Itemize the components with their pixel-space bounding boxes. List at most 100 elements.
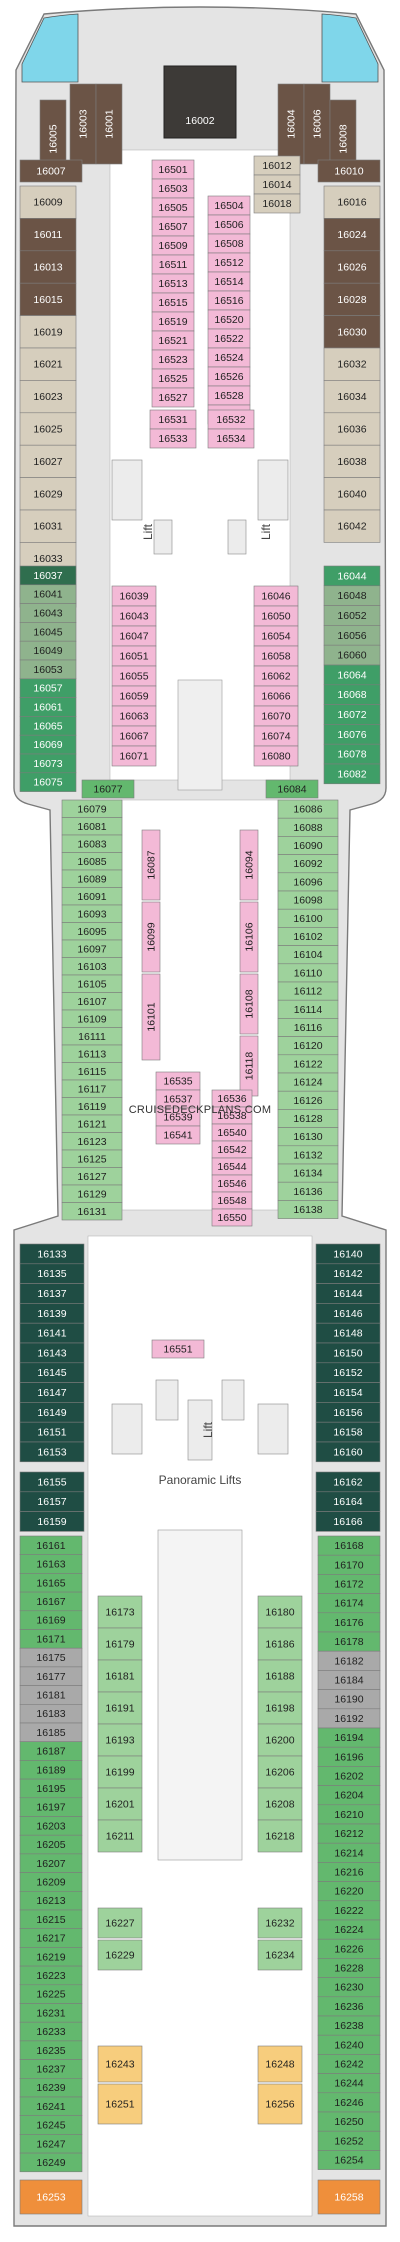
cabin-16246[interactable]: 16246 — [317, 2092, 381, 2113]
cabin-16040[interactable]: 16040 — [323, 477, 381, 511]
cabin-16212[interactable]: 16212 — [317, 1823, 381, 1844]
cabin-16184[interactable]: 16184 — [317, 1670, 381, 1690]
cabin-16019[interactable]: 16019 — [19, 315, 77, 349]
cabin-16169[interactable]: 16169 — [19, 1610, 83, 1630]
cabin-16103[interactable]: 16103 — [61, 957, 123, 976]
cabin-16127[interactable]: 16127 — [61, 1167, 123, 1186]
cabin-16080[interactable]: 16080 — [253, 745, 299, 767]
cabin-16213[interactable]: 16213 — [19, 1891, 83, 1911]
cabin-16041[interactable]: 16041 — [19, 584, 77, 604]
cabin-16130[interactable]: 16130 — [277, 1127, 339, 1147]
cabin-16094[interactable]: 16094 — [239, 829, 259, 901]
cabin-16245[interactable]: 16245 — [19, 2115, 83, 2135]
cabin-16241[interactable]: 16241 — [19, 2096, 83, 2117]
cabin-16067[interactable]: 16067 — [111, 725, 157, 747]
cabin-16153[interactable]: 16153 — [19, 1441, 85, 1463]
cabin-16526[interactable]: 16526 — [207, 366, 251, 387]
cabin-16228[interactable]: 16228 — [317, 1958, 381, 1978]
cabin-16187[interactable]: 16187 — [19, 1741, 83, 1761]
cabin-16215[interactable]: 16215 — [19, 1909, 83, 1930]
cabin-16527[interactable]: 16527 — [151, 387, 195, 408]
cabin-16185[interactable]: 16185 — [19, 1722, 83, 1743]
cabin-16091[interactable]: 16091 — [61, 887, 123, 906]
cabin-16174[interactable]: 16174 — [317, 1593, 381, 1614]
cabin-16064[interactable]: 16064 — [323, 664, 381, 686]
cabin-16155[interactable]: 16155 — [19, 1471, 85, 1493]
cabin-16074[interactable]: 16074 — [253, 725, 299, 747]
cabin-16521[interactable]: 16521 — [151, 330, 195, 351]
cabin-16202[interactable]: 16202 — [317, 1766, 381, 1786]
cabin-16118[interactable]: 16118 — [239, 1035, 259, 1097]
cabin-16172[interactable]: 16172 — [317, 1574, 381, 1594]
cabin-16072[interactable]: 16072 — [323, 704, 381, 725]
cabin-16031[interactable]: 16031 — [19, 509, 77, 543]
cabin-16081[interactable]: 16081 — [61, 817, 123, 836]
cabin-16511[interactable]: 16511 — [151, 254, 195, 275]
cabin-16235[interactable]: 16235 — [19, 2040, 83, 2060]
cabin-16018[interactable]: 16018 — [253, 193, 301, 214]
cabin-16117[interactable]: 16117 — [61, 1079, 123, 1098]
cabin-16030[interactable]: 16030 — [323, 315, 381, 349]
cabin-16189[interactable]: 16189 — [19, 1760, 83, 1780]
cabin-16508[interactable]: 16508 — [207, 233, 251, 254]
cabin-16032[interactable]: 16032 — [323, 347, 381, 381]
cabin-16209[interactable]: 16209 — [19, 1872, 83, 1892]
cabin-16058[interactable]: 16058 — [253, 645, 299, 667]
cabin-16125[interactable]: 16125 — [61, 1149, 123, 1168]
cabin-16162[interactable]: 16162 — [315, 1471, 381, 1493]
cabin-16122[interactable]: 16122 — [277, 1054, 339, 1074]
cabin-16540[interactable]: 16540 — [211, 1123, 253, 1142]
cabin-16075[interactable]: 16075 — [19, 772, 77, 792]
cabin-16249[interactable]: 16249 — [19, 2152, 83, 2173]
cabin-16089[interactable]: 16089 — [61, 869, 123, 888]
cabin-16010[interactable]: 16010 — [317, 159, 381, 183]
cabin-16062[interactable]: 16062 — [253, 665, 299, 687]
cabin-16142[interactable]: 16142 — [315, 1263, 381, 1284]
cabin-16057[interactable]: 16057 — [19, 678, 77, 698]
cabin-16107[interactable]: 16107 — [61, 992, 123, 1011]
cabin-16248[interactable]: 16248 — [257, 2045, 303, 2083]
cabin-16007[interactable]: 16007 — [19, 159, 83, 183]
cabin-16144[interactable]: 16144 — [315, 1283, 381, 1304]
cabin-16217[interactable]: 16217 — [19, 1928, 83, 1948]
cabin-16077[interactable]: 16077 — [81, 779, 135, 799]
cabin-16046[interactable]: 16046 — [253, 585, 299, 607]
cabin-16128[interactable]: 16128 — [277, 1109, 339, 1128]
cabin-16163[interactable]: 16163 — [19, 1554, 83, 1574]
cabin-16076[interactable]: 16076 — [323, 724, 381, 745]
cabin-16070[interactable]: 16070 — [253, 705, 299, 727]
cabin-16069[interactable]: 16069 — [19, 734, 77, 755]
cabin-16043[interactable]: 16043 — [19, 603, 77, 623]
cabin-16238[interactable]: 16238 — [317, 2015, 381, 2036]
cabin-16016[interactable]: 16016 — [323, 185, 381, 219]
cabin-16061[interactable]: 16061 — [19, 697, 77, 717]
cabin-16036[interactable]: 16036 — [323, 412, 381, 446]
cabin-16029[interactable]: 16029 — [19, 477, 77, 511]
cabin-16525[interactable]: 16525 — [151, 368, 195, 389]
cabin-16226[interactable]: 16226 — [317, 1938, 381, 1959]
cabin-16251[interactable]: 16251 — [97, 2083, 143, 2125]
cabin-16204[interactable]: 16204 — [317, 1785, 381, 1806]
cabin-16006[interactable]: 16006 — [303, 83, 331, 165]
cabin-16028[interactable]: 16028 — [323, 282, 381, 316]
cabin-16218[interactable]: 16218 — [257, 1819, 303, 1853]
cabin-16190[interactable]: 16190 — [317, 1689, 381, 1710]
cabin-16193[interactable]: 16193 — [97, 1723, 143, 1757]
cabin-16173[interactable]: 16173 — [97, 1595, 143, 1629]
cabin-16200[interactable]: 16200 — [257, 1723, 303, 1757]
cabin-16211[interactable]: 16211 — [97, 1819, 143, 1853]
cabin-16161[interactable]: 16161 — [19, 1535, 83, 1556]
cabin-16059[interactable]: 16059 — [111, 685, 157, 707]
cabin-16015[interactable]: 16015 — [19, 282, 77, 316]
cabin-16143[interactable]: 16143 — [19, 1342, 85, 1364]
cabin-16160[interactable]: 16160 — [315, 1441, 381, 1463]
cabin-16208[interactable]: 16208 — [257, 1787, 303, 1821]
cabin-16536[interactable]: 16536 — [211, 1089, 253, 1108]
cabin-16216[interactable]: 16216 — [317, 1862, 381, 1882]
cabin-16166[interactable]: 16166 — [315, 1511, 381, 1532]
cabin-16045[interactable]: 16045 — [19, 622, 77, 642]
cabin-16048[interactable]: 16048 — [323, 585, 381, 606]
cabin-16104[interactable]: 16104 — [277, 945, 339, 965]
cabin-16188[interactable]: 16188 — [257, 1659, 303, 1693]
cabin-16254[interactable]: 16254 — [317, 2150, 381, 2170]
